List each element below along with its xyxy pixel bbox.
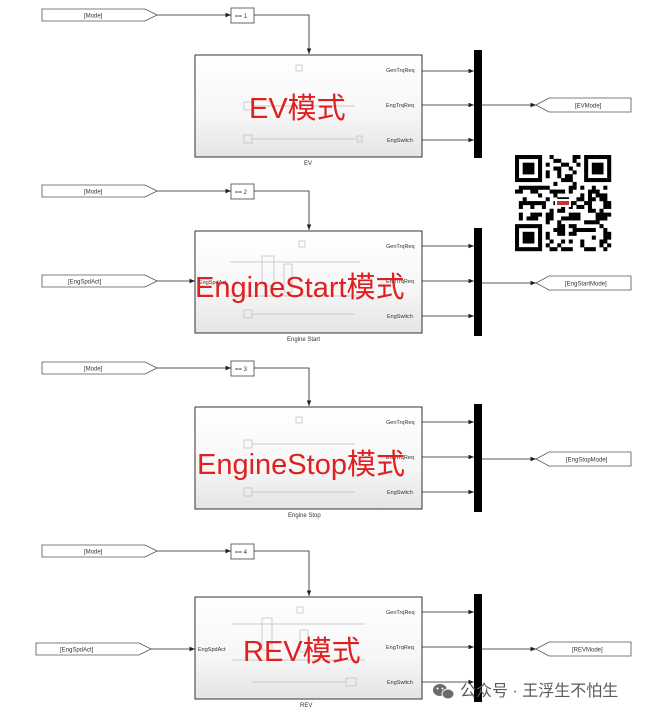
inner-blocks-preview: [232, 606, 365, 687]
goto-tag: [EVMode]: [575, 104, 602, 110]
goto-block[interactable]: [535, 275, 632, 291]
subsystem-row-engine-start: [Mode] == 2 A [EngSpdAct] EngSpdAct GenT…: [41, 183, 632, 343]
goto-tag: [EngStartMode]: [565, 282, 607, 288]
from-block[interactable]: [41, 361, 158, 375]
from-tag: [Mode]: [84, 190, 103, 196]
inner-blocks-preview: [243, 416, 355, 497]
output-port-label: EngTrqReq: [386, 103, 414, 109]
input-port-label: EngSpdAct: [199, 280, 227, 286]
output-port-label: GenTrqReq: [386, 610, 415, 616]
subsystem-caption: EV: [304, 161, 312, 167]
mode-overlay-label: REV模式: [243, 635, 361, 668]
input-from-block[interactable]: [41, 274, 158, 288]
bus-creator[interactable]: [474, 594, 482, 702]
goto-block[interactable]: [535, 451, 632, 467]
from-tag: [Mode]: [84, 367, 103, 373]
compare-block[interactable]: [230, 543, 255, 560]
subsystem-caption: Engine Start: [287, 337, 320, 343]
from-block[interactable]: [41, 8, 158, 22]
wechat-icon: [433, 684, 455, 700]
subsystem-row-engine-stop: [Mode] == 3 A GenTrqReq EngTrqReq EngSwi…: [41, 360, 632, 519]
qr-code-icon: [515, 155, 612, 252]
goto-tag: [EngStopMode]: [566, 458, 608, 464]
bus-creator[interactable]: [474, 50, 482, 158]
from-block[interactable]: [41, 544, 158, 558]
watermark: 公众号 · 王浮生不怕生: [433, 682, 618, 700]
output-port-label: GenTrqReq: [386, 420, 415, 426]
subsystem-row-rev: [Mode] == 4 A [EngSpdAct] EngSpdAct GenT…: [35, 543, 632, 709]
output-port-label: EngSwitch: [387, 314, 413, 320]
from-block[interactable]: [41, 184, 158, 198]
output-port-label: EngTrqReq: [386, 645, 414, 651]
output-port-label: GenTrqReq: [386, 68, 415, 74]
output-port-label: EngTrqReq: [386, 455, 414, 461]
compare-label: == 3: [235, 367, 248, 373]
output-port-label: EngSwitch: [387, 138, 413, 144]
compare-block[interactable]: [230, 360, 255, 377]
output-port-label: EngSwitch: [387, 490, 413, 496]
input-tag: [EngSpdAct]: [60, 648, 94, 654]
goto-block[interactable]: [535, 641, 632, 657]
compare-label: == 2: [235, 190, 248, 196]
compare-block[interactable]: [230, 7, 255, 24]
output-port-label: EngTrqReq: [386, 279, 414, 285]
mode-overlay-label: EV模式: [249, 92, 346, 125]
mode-overlay-label: EngineStart模式: [195, 271, 405, 304]
compare-label: == 4: [235, 550, 248, 556]
input-port-label: EngSpdAct: [198, 647, 226, 653]
compare-label: == 1: [235, 14, 248, 20]
goto-block[interactable]: [535, 97, 632, 113]
subsystem-block[interactable]: [194, 230, 423, 334]
bus-creator[interactable]: [474, 404, 482, 512]
input-tag: [EngSpdAct]: [68, 280, 102, 286]
mode-overlay-label: EngineStop模式: [197, 448, 405, 481]
goto-tag: [REVMode]: [572, 648, 603, 654]
input-from-block[interactable]: [35, 642, 152, 656]
inner-blocks-preview: [243, 64, 363, 144]
inner-blocks-preview: [230, 240, 360, 319]
bus-creator[interactable]: [474, 228, 482, 336]
subsystem-caption: Engine Stop: [288, 513, 321, 519]
from-tag: [Mode]: [84, 14, 103, 20]
subsystem-caption: REV: [300, 703, 312, 709]
watermark-text: 公众号 · 王浮生不怕生: [460, 682, 618, 700]
output-port-label: GenTrqReq: [386, 244, 415, 250]
subsystem-row-ev: [Mode] == 1 A GenTrqReq EngTrqReq EngSwi…: [41, 7, 632, 167]
output-port-label: EngSwitch: [387, 680, 413, 686]
from-tag: [Mode]: [84, 550, 103, 556]
compare-block[interactable]: [230, 183, 255, 200]
